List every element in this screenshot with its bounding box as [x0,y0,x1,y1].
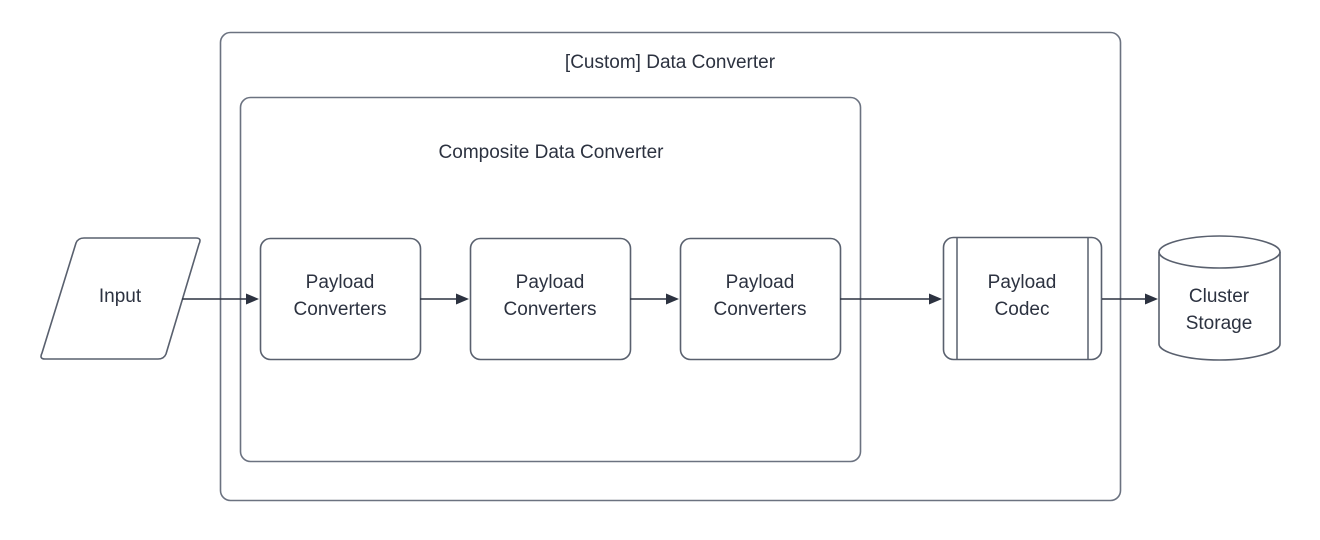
arrowhead-icon [666,293,679,305]
outer-container-label: [Custom] Data Converter [565,52,776,73]
payload-converters-1-label-line-2: Converters [294,299,387,320]
arrowhead-icon [1145,293,1158,305]
connector-converter-2-to-converter-3 [630,293,679,305]
node-payload-codec[interactable]: Payload Codec [942,236,1103,361]
connector-input-to-converter-1 [182,293,259,305]
payload-converters-3-label-line-2: Converters [714,299,807,320]
cluster-storage-label-line-1: Cluster [1189,286,1250,307]
cluster-storage-cylinder-body [1158,235,1281,361]
payload-converters-1-label-line-1: Payload [306,272,375,293]
cluster-storage-label-line-2: Storage [1186,313,1253,334]
arrowhead-icon [246,293,259,305]
node-payload-converters-3[interactable]: Payload Converters [679,237,842,361]
inner-container-label: Composite Data Converter [439,142,665,163]
payload-codec-box [942,236,1103,361]
node-payload-converters-2[interactable]: Payload Converters [469,237,632,361]
connector-codec-to-storage [1102,293,1158,305]
payload-converters-2-label-line-1: Payload [516,272,585,293]
arrowhead-icon [929,293,942,305]
connector-converter-3-to-codec [840,293,942,305]
node-payload-converters-1[interactable]: Payload Converters [259,237,422,361]
node-input[interactable]: Input [40,237,201,360]
payload-codec-label-line-2: Codec [995,299,1050,320]
payload-converters-2-label-line-2: Converters [504,299,597,320]
cluster-storage-cylinder-top-ellipse [1158,251,1281,269]
input-label: Input [99,286,142,307]
input-parallelogram-shape [40,237,201,360]
arrowhead-icon [456,293,469,305]
payload-converters-3-label-line-1: Payload [726,272,795,293]
connector-converter-1-to-converter-2 [420,293,469,305]
node-cluster-storage[interactable]: Cluster Storage [1158,235,1281,361]
payload-codec-label-line-1: Payload [988,272,1057,293]
